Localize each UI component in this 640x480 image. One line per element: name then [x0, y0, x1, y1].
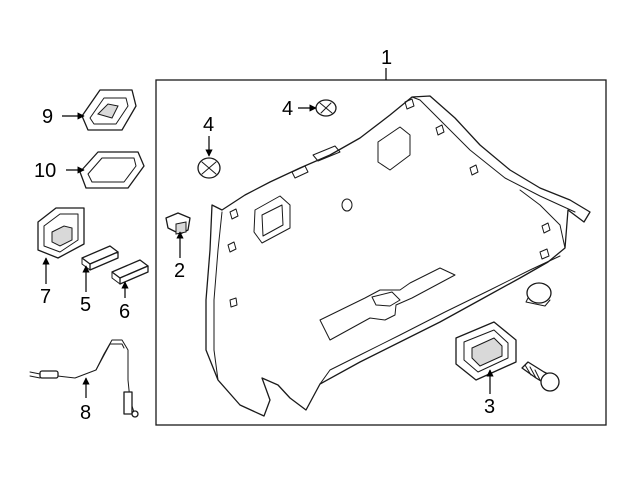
grommet [525, 282, 552, 307]
callout-1: 1 [381, 47, 392, 69]
bracket-part-7 [37, 207, 85, 259]
callout-3: 3 [484, 396, 495, 418]
callout-5: 5 [80, 294, 91, 316]
clip-part-6 [111, 259, 149, 285]
push-pin-part-4-top [315, 99, 337, 117]
part-group-frame [155, 79, 607, 426]
screw-fastener [521, 361, 560, 392]
callout-9: 9 [42, 106, 53, 128]
trunk-lid-trim-panel [205, 95, 591, 417]
clip-part-2 [165, 212, 191, 235]
callout-10: 10 [34, 160, 56, 182]
release-cable-part-8 [29, 339, 139, 418]
callout-7: 7 [40, 286, 51, 308]
tray-part-10 [79, 151, 145, 189]
callout-8: 8 [80, 402, 91, 424]
clip-part-5 [81, 245, 119, 271]
handle-bezel-part-3 [455, 321, 517, 381]
tray-part-9 [81, 89, 137, 131]
push-pin-part-4-left [197, 157, 221, 179]
callout-6: 6 [119, 301, 130, 323]
callout-4-left: 4 [203, 114, 214, 136]
callout-4-top: 4 [282, 98, 293, 120]
callout-2: 2 [174, 260, 185, 282]
